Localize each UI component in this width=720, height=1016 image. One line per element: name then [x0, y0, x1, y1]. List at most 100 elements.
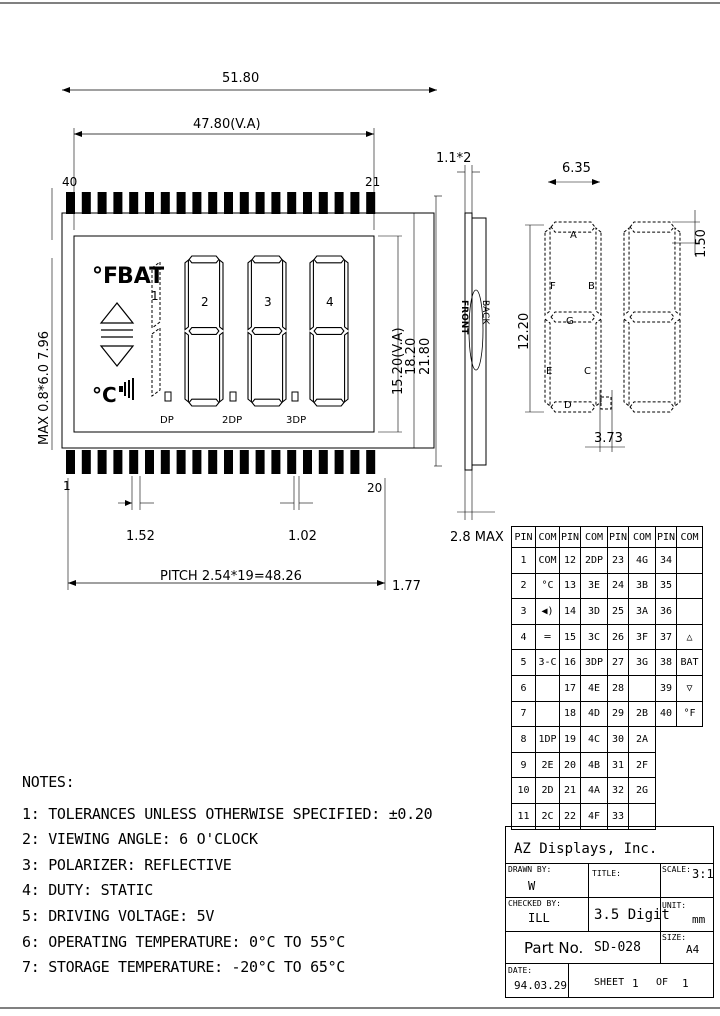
digit-label: 2: [201, 295, 209, 309]
note-7: 7: STORAGE TEMPERATURE: -20°C TO 65°C: [22, 958, 346, 977]
table-cell: 28: [607, 674, 629, 702]
table-cell: 1DP: [535, 726, 560, 753]
table-cell: 34: [655, 547, 677, 574]
table-cell: [677, 752, 703, 778]
segment-e-label: E: [546, 366, 552, 377]
segment: [674, 227, 681, 317]
segment: [550, 311, 596, 323]
segment-digit-drawing: [544, 221, 681, 413]
size-label: SIZE:: [662, 933, 687, 942]
segment: [544, 227, 551, 317]
table-cell: 24: [607, 572, 629, 600]
table-cell: 35: [655, 572, 677, 600]
table-header-cell: PIN: [511, 526, 536, 548]
table-cell: [676, 547, 703, 574]
half-digit-1: [151, 261, 161, 397]
bat-symbol: BAT: [117, 264, 164, 289]
va-height-label: 15.20(V.A): [391, 327, 406, 395]
pin-width-dimension: 1.52: [118, 476, 155, 544]
temp-c-symbol: °C: [92, 383, 117, 407]
part-no-label: Part No.: [524, 939, 584, 957]
table-cell: 2D: [535, 777, 560, 804]
table-cell: 5: [511, 649, 536, 676]
table-cell: 20: [559, 751, 581, 779]
part-no-value: SD-028: [594, 940, 641, 955]
segment: [344, 258, 349, 331]
digit-width-label: 6.35: [562, 161, 591, 176]
pin: [66, 450, 75, 474]
right-height-dimensions: 15.20(V.A) 18.20 21.80: [378, 195, 442, 467]
speaker-icon: [119, 378, 134, 400]
segment: [247, 331, 252, 404]
table-cell: 1: [511, 547, 536, 574]
sheet-label: SHEET: [594, 977, 625, 988]
pin: [176, 450, 186, 474]
notes-title: NOTES:: [22, 773, 75, 791]
pin: [145, 192, 154, 214]
table-cell: [676, 598, 703, 625]
table-cell: [656, 752, 677, 778]
table-cell: [628, 802, 656, 830]
pin: [318, 450, 328, 474]
table-cell: 4B: [580, 751, 608, 779]
segment-b-label: B: [588, 281, 595, 292]
pin: [271, 450, 281, 474]
pin: [271, 192, 281, 214]
date-label: DATE:: [508, 966, 533, 975]
scale-value: 3:1: [692, 867, 714, 881]
table-cell: [535, 674, 560, 702]
table-cell: [535, 700, 560, 728]
table-cell: 40: [655, 700, 677, 728]
table-cell: 12: [559, 547, 581, 574]
table-cell: 4E: [580, 674, 608, 702]
table-cell: 15: [559, 623, 581, 651]
pin-40-label: 40: [62, 175, 77, 189]
max-thickness-label: 2.8 MAX: [450, 530, 504, 545]
table-cell: 3A: [628, 598, 656, 625]
segment: [623, 317, 630, 407]
pin: [66, 192, 75, 214]
pin: [145, 450, 154, 474]
pin: [287, 450, 297, 474]
segment: [623, 227, 630, 317]
digit-offset-label: 1.50: [694, 229, 709, 258]
table-cell: 13: [559, 572, 581, 600]
table-cell: 4D: [580, 700, 608, 728]
title-label: TITLE:: [592, 869, 621, 878]
scale-label: SCALE:: [662, 865, 691, 874]
note-6: 6: OPERATING TEMPERATURE: 0°C TO 55°C: [22, 932, 346, 951]
table-cell: [656, 778, 677, 804]
table-cell: [677, 727, 703, 753]
checked-by-label: CHECKED BY:: [508, 899, 561, 908]
up-down-arrows-icon: [99, 302, 135, 367]
table-cell: [676, 572, 703, 600]
segment: [282, 258, 287, 331]
table-cell: 3E: [580, 572, 608, 600]
table-cell: 3D: [580, 598, 608, 625]
segment: [629, 401, 675, 413]
segment-g-label: G: [566, 316, 574, 327]
segment-f-label: F: [550, 281, 556, 292]
thickness-label: 1.1*2: [436, 151, 471, 166]
table-cell: 3C: [580, 623, 608, 651]
pin: [366, 192, 376, 214]
table-cell: 4C: [580, 726, 608, 753]
pin: [334, 192, 344, 214]
of-value: 1: [682, 977, 689, 990]
segment: [550, 401, 596, 413]
table-cell: 2: [511, 572, 536, 600]
segment: [247, 258, 252, 331]
segment: [595, 227, 602, 317]
table-header-cell: PIN: [655, 526, 677, 548]
table-header-cell: PIN: [559, 526, 581, 548]
table-cell: 36: [655, 598, 677, 625]
decimal-points: [164, 391, 299, 402]
pin: [239, 192, 249, 214]
segment: [313, 327, 345, 335]
pin-1-label: 1: [63, 479, 71, 493]
segment: [251, 398, 283, 407]
table-cell: 2DP: [580, 547, 608, 574]
table-cell: 3DP: [580, 649, 608, 676]
